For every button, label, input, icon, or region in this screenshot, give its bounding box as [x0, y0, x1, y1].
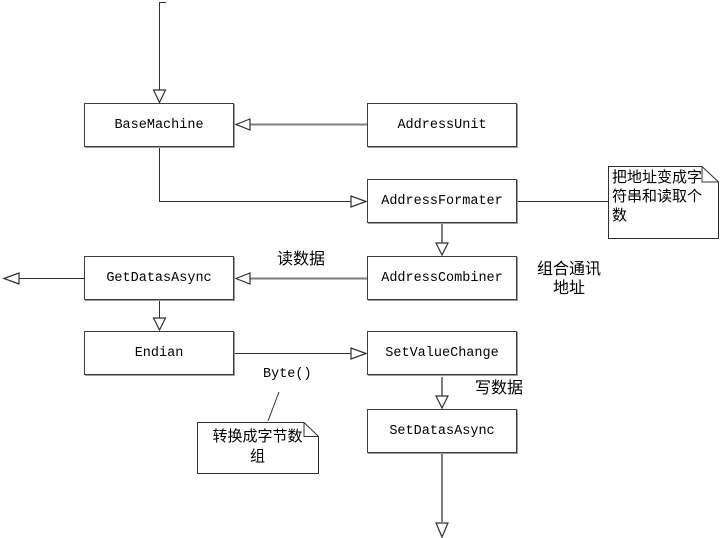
arrowhead-into-addressformater	[350, 195, 368, 208]
node-addressformater: AddressFormater	[367, 179, 517, 223]
node-addresscombiner: AddressCombiner	[367, 256, 517, 300]
node-basemachine: BaseMachine	[84, 103, 234, 147]
note-fold-byte-array	[303, 422, 319, 437]
note-shape-byte-array	[197, 422, 319, 474]
arrowhead-out-left	[2, 272, 20, 285]
arrowhead-into-addresscombiner	[435, 242, 449, 257]
edge-label-read-data: 读数据	[277, 251, 326, 268]
note-shape-address-format	[608, 166, 719, 239]
note-fold-address-format	[701, 166, 719, 183]
arrowhead-into-basemachine-top	[152, 89, 167, 104]
edge-label-write-data: 写数据	[475, 380, 524, 397]
arrowhead-into-setvaluechange	[350, 347, 368, 360]
edge-note-to-byte-label	[267, 391, 280, 422]
node-addressunit: AddressUnit	[367, 103, 517, 147]
arrowhead-into-getdatasasync	[234, 272, 251, 285]
node-endian: Endian	[84, 331, 234, 375]
note-text-byte-array: 转换成字节数 组	[212, 428, 303, 465]
node-getdatasasync: GetDatasAsync	[84, 256, 234, 300]
arrowhead-into-setdatasasync	[435, 395, 449, 410]
edge-basemachine-to-addressformater	[159, 148, 351, 202]
arrowhead-into-endian	[152, 317, 167, 332]
arrowhead-out-bottom	[435, 522, 449, 538]
arrowhead-into-basemachine-right	[234, 118, 251, 131]
node-setvaluechange: SetValueChange	[367, 331, 517, 375]
edge-label-combine-address: 组合通讯 地址	[536, 261, 601, 297]
edge-entry-to-basemachine	[159, 2, 166, 90]
node-setdatasasync: SetDatasAsync	[367, 409, 517, 453]
edge-label-byte-call: Byte()	[263, 367, 312, 382]
note-text-address-format: 把地址变成字 符串和读取个 数	[612, 169, 703, 224]
